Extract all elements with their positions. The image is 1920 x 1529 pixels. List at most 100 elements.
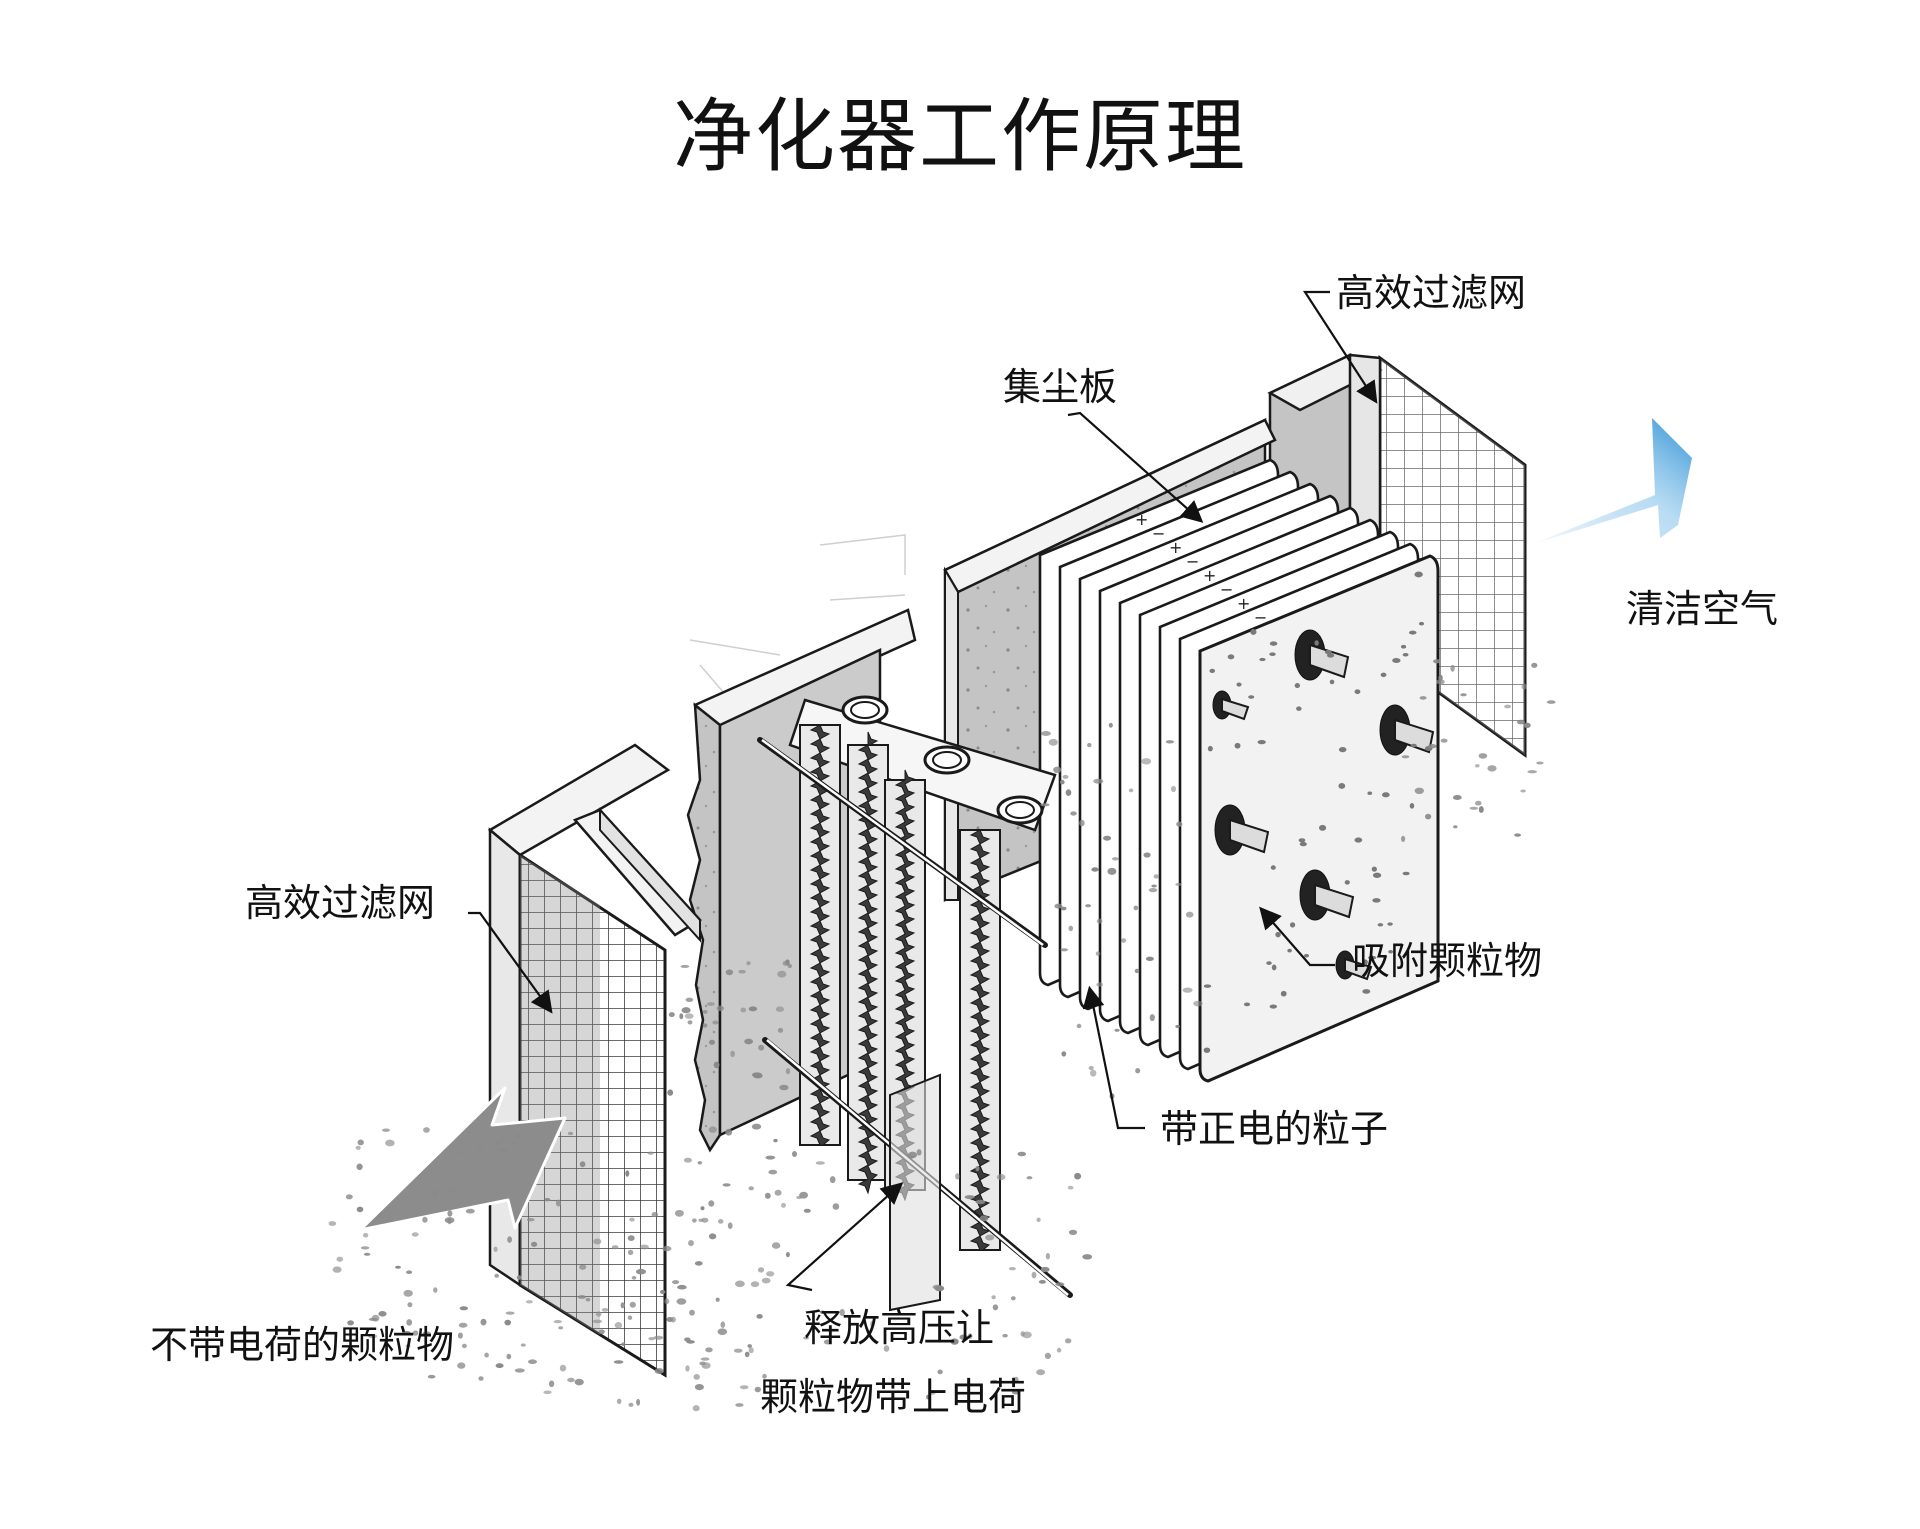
dust-particle [357, 1164, 363, 1171]
dust-particle [997, 1174, 1006, 1180]
dust-particle [1045, 1353, 1051, 1359]
dust-particle [404, 1290, 413, 1297]
dust-particle [628, 1250, 633, 1255]
dust-particle [586, 1298, 591, 1302]
plate-dust [1270, 641, 1278, 645]
plate-dust [1209, 669, 1215, 673]
dust-particle [709, 1233, 716, 1239]
dust-particle [685, 1365, 689, 1371]
dust-particle [1536, 762, 1543, 765]
label-adsorbed-particles: 吸附颗粒物 [1352, 942, 1542, 980]
dust-particle [1032, 1272, 1037, 1279]
dust-particle [694, 1374, 700, 1380]
plate-dust [1235, 743, 1241, 749]
dust-particle [768, 1170, 777, 1175]
dust-particle [664, 1298, 669, 1304]
dust-particle [735, 1403, 743, 1407]
dust-particle [786, 1252, 790, 1257]
dust-particle [475, 1147, 485, 1152]
dust-particle [494, 1274, 499, 1278]
dust-particle [1085, 904, 1091, 907]
dust-particle [515, 1368, 525, 1372]
dust-particle [1479, 806, 1484, 813]
dust-particle [980, 1215, 989, 1221]
dust-particle [1425, 814, 1431, 820]
plate-dust [1287, 949, 1292, 953]
plate-dust [1373, 873, 1381, 878]
dust-particle [1517, 720, 1525, 725]
dust-particle [617, 1399, 621, 1404]
dust-particle [695, 1261, 703, 1266]
dust-particle [965, 1195, 975, 1199]
plate-dust [1362, 989, 1370, 994]
plate-dust [1382, 792, 1390, 797]
dust-particle [1009, 1267, 1016, 1270]
dust-particle [783, 961, 790, 966]
dust-particle [786, 1068, 790, 1074]
plate-dust [1314, 640, 1318, 645]
dust-particle [1041, 731, 1051, 736]
dust-particle [596, 1311, 602, 1316]
dust-particle [1039, 1280, 1046, 1284]
dust-particle [556, 1200, 561, 1207]
dust-particle [746, 961, 750, 965]
dust-particle [692, 1218, 697, 1222]
dust-particle [1146, 957, 1154, 961]
plate-dust [1401, 645, 1406, 649]
dust-particle [457, 1362, 465, 1368]
dust-particle [975, 1200, 985, 1204]
plate-dust [1410, 803, 1414, 809]
dust-particle [496, 1363, 504, 1368]
dust-particle [1057, 1348, 1061, 1353]
dust-particle [1524, 723, 1531, 728]
dust-particle [395, 1266, 401, 1269]
plate-dust [1392, 658, 1400, 663]
plate-dust [1236, 682, 1241, 686]
dust-particle [1079, 820, 1085, 827]
dust-particle [593, 1239, 601, 1245]
dust-particle [705, 1347, 712, 1352]
dust-particle [1036, 1369, 1045, 1375]
dust-particle [364, 1253, 370, 1256]
dust-particle [991, 1295, 995, 1299]
dust-particle [502, 1137, 508, 1141]
dust-particle [543, 1391, 551, 1395]
dust-particle [1547, 700, 1556, 704]
dust-particle [356, 1146, 361, 1150]
dust-particle [431, 1191, 438, 1196]
dust-particle [1175, 1025, 1180, 1028]
dust-particle [484, 1353, 489, 1358]
dust-particle [1450, 665, 1454, 672]
dust-particle [1415, 788, 1424, 794]
dust-particle [655, 1368, 664, 1374]
dust-particle [632, 1276, 637, 1280]
dust-particle [744, 1039, 753, 1045]
plate-dust [1244, 1003, 1250, 1007]
dust-particle [407, 1302, 412, 1307]
dust-particle [1531, 663, 1537, 668]
dust-particle [775, 1190, 782, 1196]
dust-particle [726, 969, 733, 975]
plate-dust [1378, 923, 1384, 926]
dust-particle [741, 1008, 747, 1013]
dust-particle [495, 1141, 501, 1146]
terminal-ring [925, 747, 969, 773]
terminal-ring [843, 697, 887, 723]
plate-charge-sign: + [1169, 538, 1182, 557]
plate-dust [1387, 922, 1392, 925]
dust-particle [718, 1328, 728, 1335]
dust-particle [428, 1375, 436, 1379]
label-filter-back: 高效过滤网 [1336, 274, 1526, 312]
dust-particle [531, 1242, 537, 1247]
dust-particle [378, 1311, 386, 1317]
dust-particle [804, 1209, 811, 1213]
dust-particle [1074, 1173, 1081, 1180]
dust-particle [1037, 1218, 1041, 1222]
dust-particle [363, 1233, 368, 1238]
dust-particle [640, 1245, 649, 1250]
dust-particle [599, 1329, 605, 1334]
dust-particle [494, 1247, 498, 1252]
dust-particle [772, 1242, 780, 1249]
dust-particle [717, 1006, 724, 1012]
